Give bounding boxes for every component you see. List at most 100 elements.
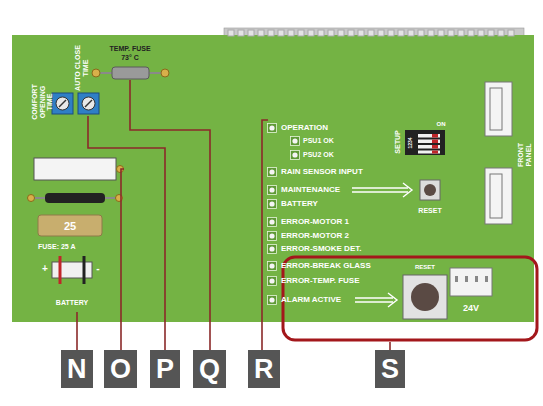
callout-box: O	[104, 350, 137, 388]
connector-pin	[378, 30, 384, 36]
led-pad	[268, 186, 277, 195]
connector-pin	[478, 30, 484, 36]
callout-letter: S	[381, 353, 399, 385]
connector-pin	[288, 30, 294, 36]
callout-letter: O	[110, 353, 131, 385]
circuit-board	[12, 35, 534, 322]
connector-pin	[348, 30, 354, 36]
connector-pin	[388, 30, 394, 36]
board-label: +	[42, 263, 48, 274]
board-label: OPERATION	[281, 124, 328, 133]
led	[269, 246, 274, 251]
callout-box: P	[150, 350, 180, 388]
board-label: COMFORT OPENING TIME	[31, 77, 54, 127]
led-pad	[268, 277, 277, 286]
callout-letter: P	[156, 353, 174, 385]
board-label: 1234	[408, 137, 414, 148]
board-label: SETUP	[394, 130, 402, 153]
board-label: -	[96, 263, 99, 274]
connector-pin	[278, 30, 284, 36]
connector-pin	[508, 30, 514, 36]
reset-button	[420, 180, 440, 200]
led	[292, 138, 297, 143]
potentiometer	[52, 93, 99, 114]
callout-box: Q	[193, 350, 226, 388]
board-label: RESET	[415, 264, 435, 271]
board-label: ERROR-SMOKE DET.	[281, 245, 361, 254]
led	[292, 152, 297, 157]
led-pad	[268, 232, 277, 241]
board-label: MAINTENANCE	[281, 186, 340, 195]
led	[269, 219, 274, 224]
board-label: FRONT PANEL	[517, 143, 532, 167]
board-label: ERROR-BREAK GLASS	[281, 262, 371, 271]
board-label: PSU1 OK	[303, 137, 334, 145]
connector-pin	[338, 30, 344, 36]
24v-connector	[450, 268, 492, 296]
board-label: ERROR-TEMP. FUSE	[281, 277, 360, 286]
board-label: BATTERY	[281, 200, 318, 209]
led-pad	[268, 124, 277, 133]
connector-pin	[268, 30, 274, 36]
connector-pin	[248, 30, 254, 36]
connector-pin	[328, 30, 334, 36]
connector-pin	[488, 30, 494, 36]
connector-pin	[358, 30, 364, 36]
board-label: ERROR-MOTOR 2	[281, 232, 349, 241]
connector-pin	[458, 30, 464, 36]
board-label: ON	[437, 121, 446, 128]
board-label: 24V	[463, 304, 479, 314]
connector-pin	[398, 30, 404, 36]
board-label: AUTO CLOSE TIME	[74, 45, 89, 91]
connector-pin	[258, 30, 264, 36]
led	[269, 125, 274, 130]
callout-letter: N	[67, 353, 87, 385]
callout-letter: Q	[199, 353, 220, 385]
connector-pin	[308, 30, 314, 36]
connector-pin	[468, 30, 474, 36]
led-pad	[268, 200, 277, 209]
relay-block	[34, 158, 124, 180]
connector-pin	[318, 30, 324, 36]
led-pad	[268, 168, 277, 177]
temp-fuse	[92, 67, 169, 79]
connector-pin	[238, 30, 244, 36]
led-pad	[268, 245, 277, 254]
board-label: PSU2 OK	[303, 151, 334, 159]
connector-pin	[418, 30, 424, 36]
led	[269, 169, 274, 174]
board-label: RAIN SENSOR INPUT	[281, 168, 363, 177]
connector-pin	[438, 30, 444, 36]
connector-pin	[228, 30, 234, 36]
led	[269, 201, 274, 206]
callout-box: S	[375, 350, 405, 388]
battery-terminal	[52, 256, 92, 284]
callout-letter: R	[254, 353, 274, 385]
board-label: 25	[64, 219, 76, 231]
connector-pin	[368, 30, 374, 36]
leader-line	[77, 80, 390, 350]
connector-pin	[408, 30, 414, 36]
led-pad	[268, 262, 277, 271]
led-pad	[291, 151, 300, 160]
led	[269, 278, 274, 283]
board-label: TEMP. FUSE	[109, 45, 150, 53]
board-label: RESET	[418, 207, 441, 215]
dip-switch	[405, 130, 445, 155]
led	[269, 233, 274, 238]
led-pad	[268, 218, 277, 227]
connector-pin	[298, 30, 304, 36]
board-label: ERROR-MOTOR 1	[281, 218, 349, 227]
diode	[28, 193, 123, 203]
board-label: 73° C	[121, 54, 139, 62]
connector-pin	[448, 30, 454, 36]
connector-pin	[498, 30, 504, 36]
board-label: ALARM ACTIVE	[281, 296, 341, 305]
board-label: FUSE: 25 A	[38, 243, 75, 251]
led	[269, 297, 274, 302]
callout-box: R	[248, 350, 280, 388]
blade-fuse	[38, 215, 102, 236]
connector-pin	[428, 30, 434, 36]
led-pad	[291, 137, 300, 146]
